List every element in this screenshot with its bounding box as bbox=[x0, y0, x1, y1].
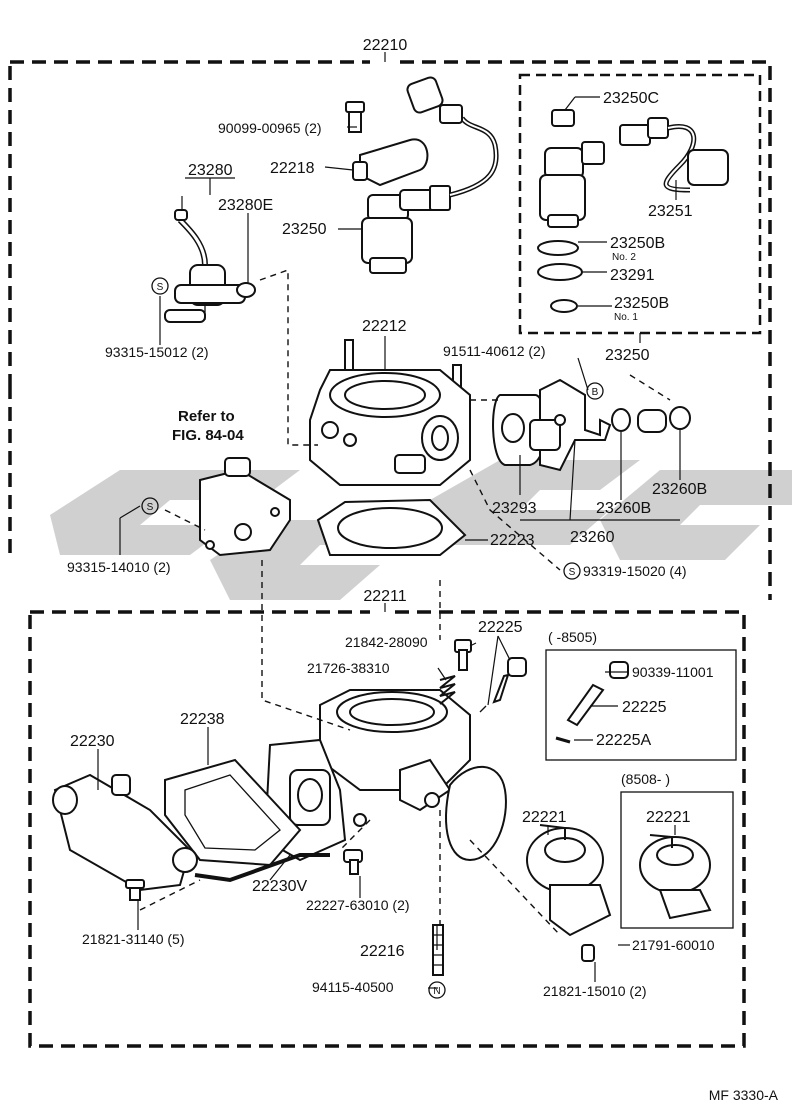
label-no2: No. 2 bbox=[612, 252, 636, 263]
stud-22216 bbox=[432, 924, 444, 976]
air-chamber-22212 bbox=[309, 339, 471, 486]
label-fig-84-04: FIG. 84-04 bbox=[172, 427, 244, 444]
label-23250c: 23250C bbox=[603, 90, 659, 107]
label-22212: 22212 bbox=[362, 318, 407, 335]
symbol-b: B bbox=[586, 382, 604, 400]
label-22230: 22230 bbox=[70, 733, 115, 750]
assy-22211-boundary bbox=[28, 610, 746, 1048]
label-90339-11001: 90339-11001 bbox=[632, 664, 714, 680]
label-22216: 22216 bbox=[360, 943, 405, 960]
svg-text:S: S bbox=[569, 567, 576, 578]
dashed-guides bbox=[139, 269, 671, 936]
label-22225a: 22225A bbox=[596, 732, 651, 749]
label-21726-38310: 21726-38310 bbox=[307, 660, 390, 676]
label-93315-14010: 93315-14010 (2) bbox=[67, 559, 171, 575]
label-22211: 22211 bbox=[363, 588, 406, 605]
leader-lines bbox=[97, 96, 681, 989]
screw-22225 bbox=[479, 657, 527, 713]
label-23250b-no1: 23250B bbox=[614, 295, 669, 312]
label-94115-40500: 94115-40500 bbox=[312, 979, 394, 995]
early-variant-box bbox=[545, 649, 737, 761]
svg-text:S: S bbox=[147, 502, 154, 513]
svg-text:S: S bbox=[157, 282, 164, 293]
label-22221-alt: 22221 bbox=[646, 809, 691, 826]
label-22210: 22210 bbox=[363, 37, 408, 54]
pressure-regulator bbox=[164, 209, 256, 323]
label-21821-15010: 21821-15010 (2) bbox=[543, 983, 647, 999]
symbol-s-3: S bbox=[563, 562, 581, 580]
throttle-body bbox=[263, 689, 507, 862]
label-22230v: 22230V bbox=[252, 878, 307, 895]
label-23260b-b: 23260B bbox=[652, 481, 707, 498]
early-variant-parts bbox=[555, 661, 629, 744]
label-21791-60010: 21791-60010 bbox=[632, 937, 715, 953]
label-late-range: (8508- ) bbox=[621, 771, 670, 787]
ignition-part-ref bbox=[199, 457, 291, 557]
dashpot-alt bbox=[639, 834, 712, 920]
sensor-22218 bbox=[345, 101, 429, 187]
label-22238: 22238 bbox=[180, 711, 225, 728]
figure-code: MF 3330-A bbox=[709, 1087, 779, 1103]
screw-21842 bbox=[454, 639, 472, 671]
symbol-n: N bbox=[428, 981, 446, 999]
label-23250b-no2: 23250B bbox=[610, 235, 665, 252]
label-21821-31140: 21821-31140 (5) bbox=[82, 931, 184, 947]
label-93319-15020: 93319-15020 (4) bbox=[583, 563, 687, 579]
label-90099-00965: 90099-00965 (2) bbox=[218, 120, 322, 136]
injector-main bbox=[361, 76, 499, 274]
label-22225-main: 22225 bbox=[478, 619, 523, 636]
label-23280: 23280 bbox=[188, 162, 233, 179]
symbol-s-2: S bbox=[141, 497, 159, 515]
label-refer-to: Refer to bbox=[178, 408, 235, 425]
iac-valve-22230 bbox=[52, 773, 330, 901]
svg-text:N: N bbox=[433, 986, 440, 997]
injector-group bbox=[537, 109, 729, 313]
svg-text:B: B bbox=[592, 387, 599, 398]
label-22227-63010: 22227-63010 (2) bbox=[306, 897, 410, 913]
late-variant-box bbox=[620, 791, 734, 929]
symbol-s-1: S bbox=[151, 277, 169, 295]
label-93315-15012: 93315-15012 (2) bbox=[105, 344, 209, 360]
label-23260: 23260 bbox=[570, 529, 615, 546]
label-early-range: ( -8505) bbox=[548, 629, 597, 645]
label-22221-main: 22221 bbox=[522, 809, 567, 826]
label-22223: 22223 bbox=[490, 532, 535, 549]
label-23250-group: 23250 bbox=[605, 347, 650, 364]
label-21842-28090: 21842-28090 bbox=[345, 634, 428, 650]
label-22218: 22218 bbox=[270, 160, 315, 177]
label-23280e: 23280E bbox=[218, 197, 273, 214]
gasket-22223 bbox=[316, 498, 467, 556]
spring-21726 bbox=[439, 675, 456, 705]
delivery-pipe-23260 bbox=[492, 378, 691, 472]
label-23260b-a: 23260B bbox=[596, 500, 651, 517]
label-91511-40612: 91511-40612 (2) bbox=[443, 343, 545, 359]
label-no1: No. 1 bbox=[614, 312, 638, 323]
label-23291: 23291 bbox=[610, 267, 655, 284]
label-22225-alt: 22225 bbox=[622, 699, 667, 716]
dashpot-main bbox=[526, 824, 612, 962]
label-23250-main: 23250 bbox=[282, 221, 327, 238]
assy-22210-boundary bbox=[8, 60, 772, 600]
label-23251: 23251 bbox=[648, 203, 693, 220]
bolt-22227 bbox=[343, 849, 363, 875]
label-23293: 23293 bbox=[492, 500, 537, 517]
